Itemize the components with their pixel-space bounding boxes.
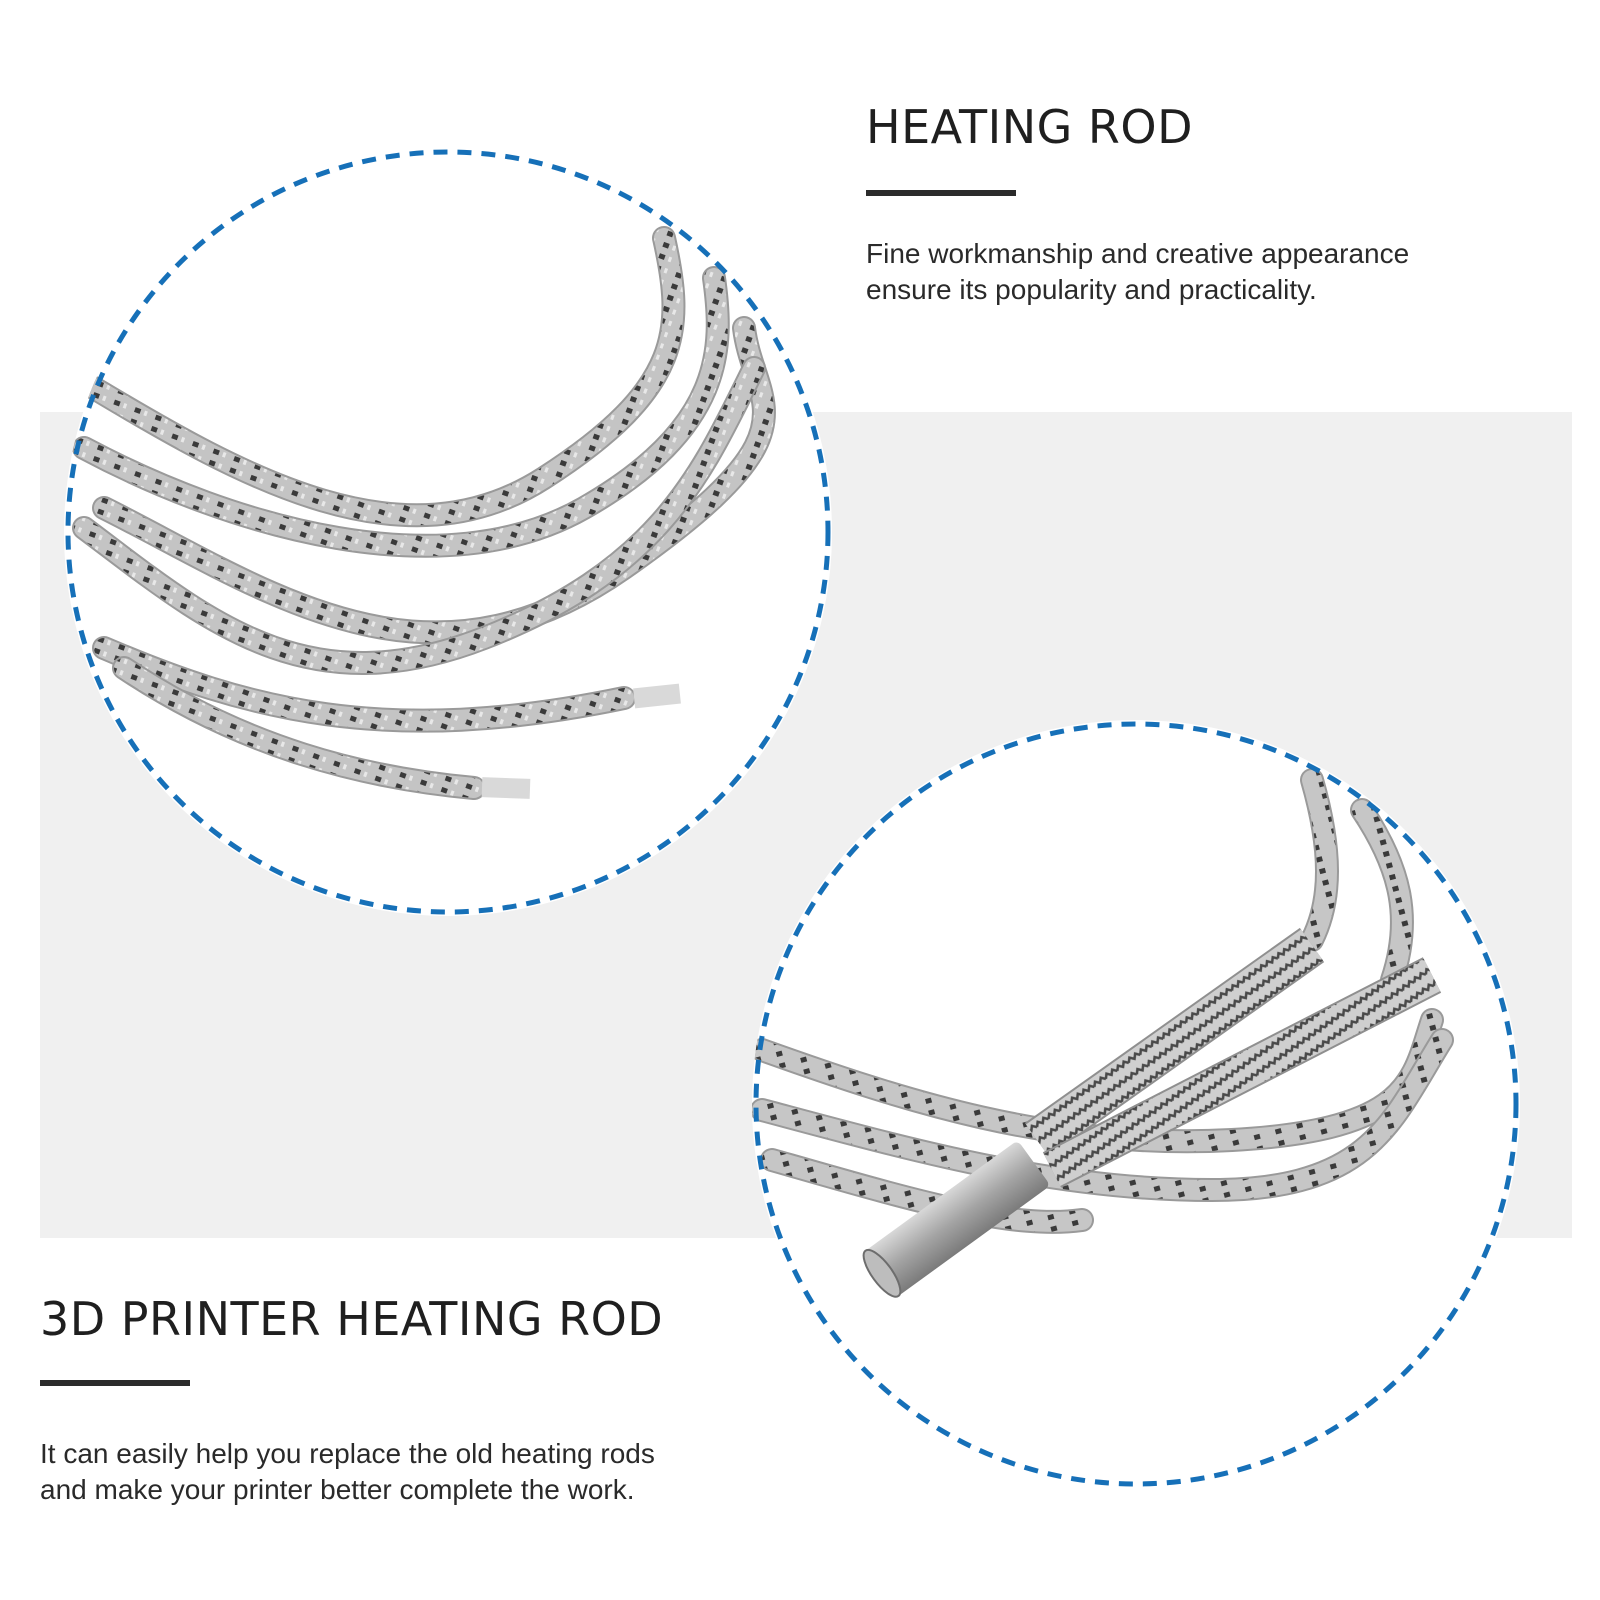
- printer-heating-rod-description: It can easily help you replace the old h…: [40, 1436, 740, 1508]
- braided-wires-illustration: [72, 226, 776, 800]
- heating-rod-illustration: [752, 768, 1454, 1298]
- description-line-2: and make your printer better complete th…: [40, 1474, 635, 1505]
- printer-heating-rod-title: 3D PRINTER HEATING ROD: [40, 1292, 664, 1346]
- description-line-1: It can easily help you replace the old h…: [40, 1438, 655, 1469]
- heating-rod-description: Fine workmanship and creative appearance…: [866, 236, 1506, 308]
- title-underline-top: [866, 190, 1016, 196]
- description-line-2: ensure its popularity and practicality.: [866, 274, 1317, 305]
- heating-rod-closeup-image: [752, 720, 1520, 1488]
- heating-rod-title: HEATING ROD: [866, 100, 1193, 154]
- description-line-1: Fine workmanship and creative appearance: [866, 238, 1410, 269]
- title-underline-bottom: [40, 1380, 190, 1386]
- wire-closeup-image: [64, 148, 832, 916]
